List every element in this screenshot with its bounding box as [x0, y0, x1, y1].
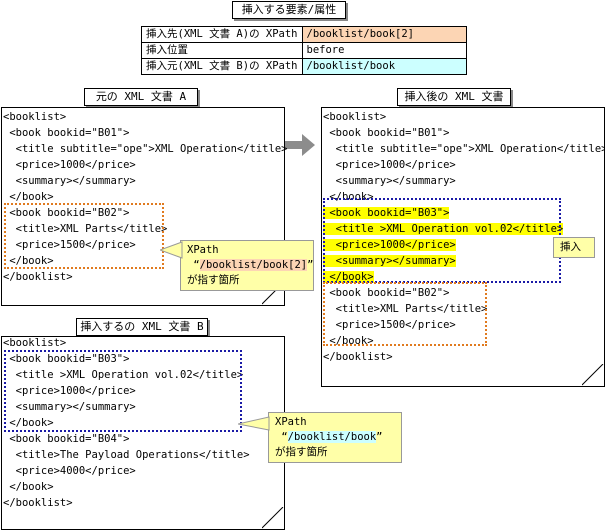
doc-b: [1, 336, 285, 530]
doc-a-code-line: </book>: [3, 191, 54, 203]
doc-after-code-line: <summary></summary>: [323, 255, 456, 267]
doc-after-code-line: <price>1000</price>: [323, 159, 456, 171]
callout-xpath: /booklist/book[2]: [199, 259, 308, 271]
callout-xpath-line: “/booklist/book[2]”: [193, 259, 314, 271]
callout-line: XPath: [187, 244, 219, 256]
doc-after-callout: 挿入: [553, 237, 595, 258]
doc-after-code-line: <title >XML Operation vol.02</title>: [323, 223, 564, 235]
table-value-target-xpath: /booklist/book[2]: [301, 26, 468, 43]
doc-a-code-line: <title>XML Parts</title>: [3, 223, 168, 235]
callout-xpath-line: “/booklist/book”: [281, 431, 383, 443]
info-table: 挿入先(XML 文書 A)の XPath /booklist/book[2] 挿…: [141, 26, 468, 75]
table-row: 挿入元(XML 文書 B)の XPath /booklist/book: [141, 58, 468, 75]
doc-after-label: 挿入後の XML 文書: [397, 88, 511, 106]
doc-a-callout: XPath “/booklist/book[2]” が指す箇所: [180, 240, 314, 291]
doc-after-code-line: <book bookid="B01">: [323, 127, 450, 139]
doc-after-inserted-highlight: [323, 198, 561, 283]
doc-a-code-line: <book bookid="B01">: [3, 127, 130, 139]
table-key-source-xpath: 挿入元(XML 文書 B)の XPath: [141, 58, 303, 75]
doc-a-code-line: </booklist>: [3, 271, 73, 283]
doc-after-code-line: </book>: [323, 191, 374, 203]
doc-b-code-line: <booklist>: [3, 337, 67, 349]
table-row: 挿入位置 before: [141, 42, 468, 59]
callout-pointer: [160, 241, 183, 259]
doc-after-code-line: <summary></summary>: [323, 175, 456, 187]
doc-after-code-line: <booklist>: [323, 111, 387, 123]
doc-after-code-line: <price>1500</price>: [323, 319, 456, 331]
doc-b-label: 挿入するの XML 文書 B: [76, 318, 208, 336]
doc-b-code-line: <price>1000</price>: [3, 385, 136, 397]
doc-b-code-line: <book bookid="B04">: [3, 433, 130, 445]
doc-after-code-line: <book bookid="B02">: [323, 287, 450, 299]
doc-b-code-line: <title >XML Operation vol.02</title>: [3, 369, 244, 381]
doc-b-code-line: <book bookid="B03">: [3, 353, 130, 365]
doc-after-target-highlight: [323, 282, 487, 346]
page-fold-icon: [262, 507, 284, 529]
doc-a-code-line: <booklist>: [3, 111, 67, 123]
page-fold-icon: [582, 364, 604, 386]
callout-xpath: /booklist/book: [287, 431, 377, 443]
callout-line: XPath: [275, 416, 307, 428]
doc-a-code-line: <price>1500</price>: [3, 239, 136, 251]
doc-a-label: 元の XML 文書 A: [84, 88, 198, 106]
table-key-target-xpath: 挿入先(XML 文書 A)の XPath: [141, 26, 303, 43]
doc-b-code-line: <title>The Payload Operations</title>: [3, 449, 250, 461]
doc-a-target-highlight: [4, 203, 164, 269]
doc-b-code-line: </book>: [3, 481, 54, 493]
callout-pointer: [238, 416, 270, 431]
doc-after-code-line: </booklist>: [323, 351, 393, 363]
doc-b-code-line: </book>: [3, 417, 54, 429]
right-arrow-icon: [284, 134, 315, 156]
doc-a-code-line: <summary></summary>: [3, 175, 136, 187]
doc-b-code-line: <price>4000</price>: [3, 465, 136, 477]
doc-a-code-line: <price>1000</price>: [3, 159, 136, 171]
table-value-position: before: [301, 42, 468, 59]
table-row: 挿入先(XML 文書 A)の XPath /booklist/book[2]: [141, 26, 468, 43]
callout-line: が指す箇所: [187, 274, 240, 286]
doc-b-code-line: </booklist>: [3, 497, 73, 509]
doc-a-code-line: </book>: [3, 255, 54, 267]
doc-b-source-highlight: [4, 350, 242, 432]
doc-after-code-line: <price>1000</price>: [323, 239, 456, 251]
doc-b-code-line: <summary></summary>: [3, 401, 136, 413]
doc-after-code-line: <title subtitle="ope">XML Operation</tit…: [323, 143, 605, 155]
table-key-position: 挿入位置: [141, 42, 303, 59]
page-title: 挿入する要素/属性: [232, 1, 346, 19]
callout-line: が指す箇所: [275, 446, 328, 458]
doc-after-code-line: <title>XML Parts</title>: [323, 303, 488, 315]
doc-a-code-line: <title subtitle="ope">XML Operation</tit…: [3, 143, 288, 155]
doc-a-code-line: <book bookid="B02">: [3, 207, 130, 219]
doc-after-code-line: </book>: [323, 271, 374, 283]
table-value-source-xpath: /booklist/book: [301, 58, 468, 75]
doc-after-code-line: <book bookid="B03">: [323, 207, 450, 219]
doc-b-callout: XPath “/booklist/book” が指す箇所: [268, 412, 402, 463]
